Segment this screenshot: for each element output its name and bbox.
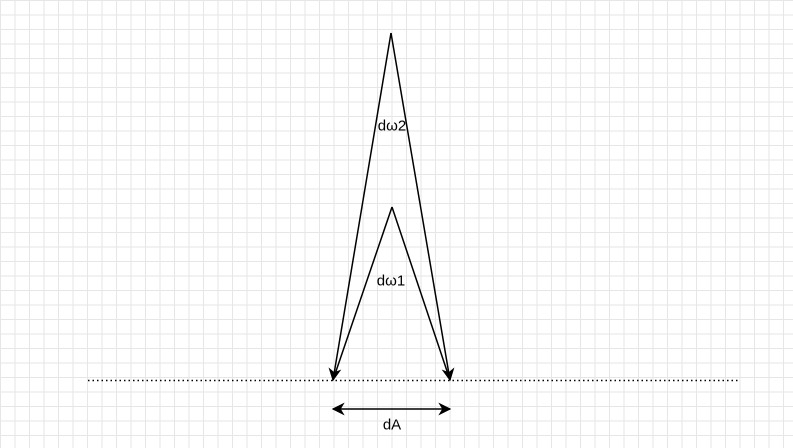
inner-ray-right bbox=[391, 206, 451, 381]
area-label: dA bbox=[382, 416, 402, 434]
outer-ray-right bbox=[390, 32, 455, 382]
inner-ray-left bbox=[332, 206, 393, 381]
outer-ray-left bbox=[328, 32, 392, 382]
outer-solid-angle-label: dω2 bbox=[377, 117, 407, 135]
inner-solid-angle-label: dω1 bbox=[376, 272, 406, 290]
